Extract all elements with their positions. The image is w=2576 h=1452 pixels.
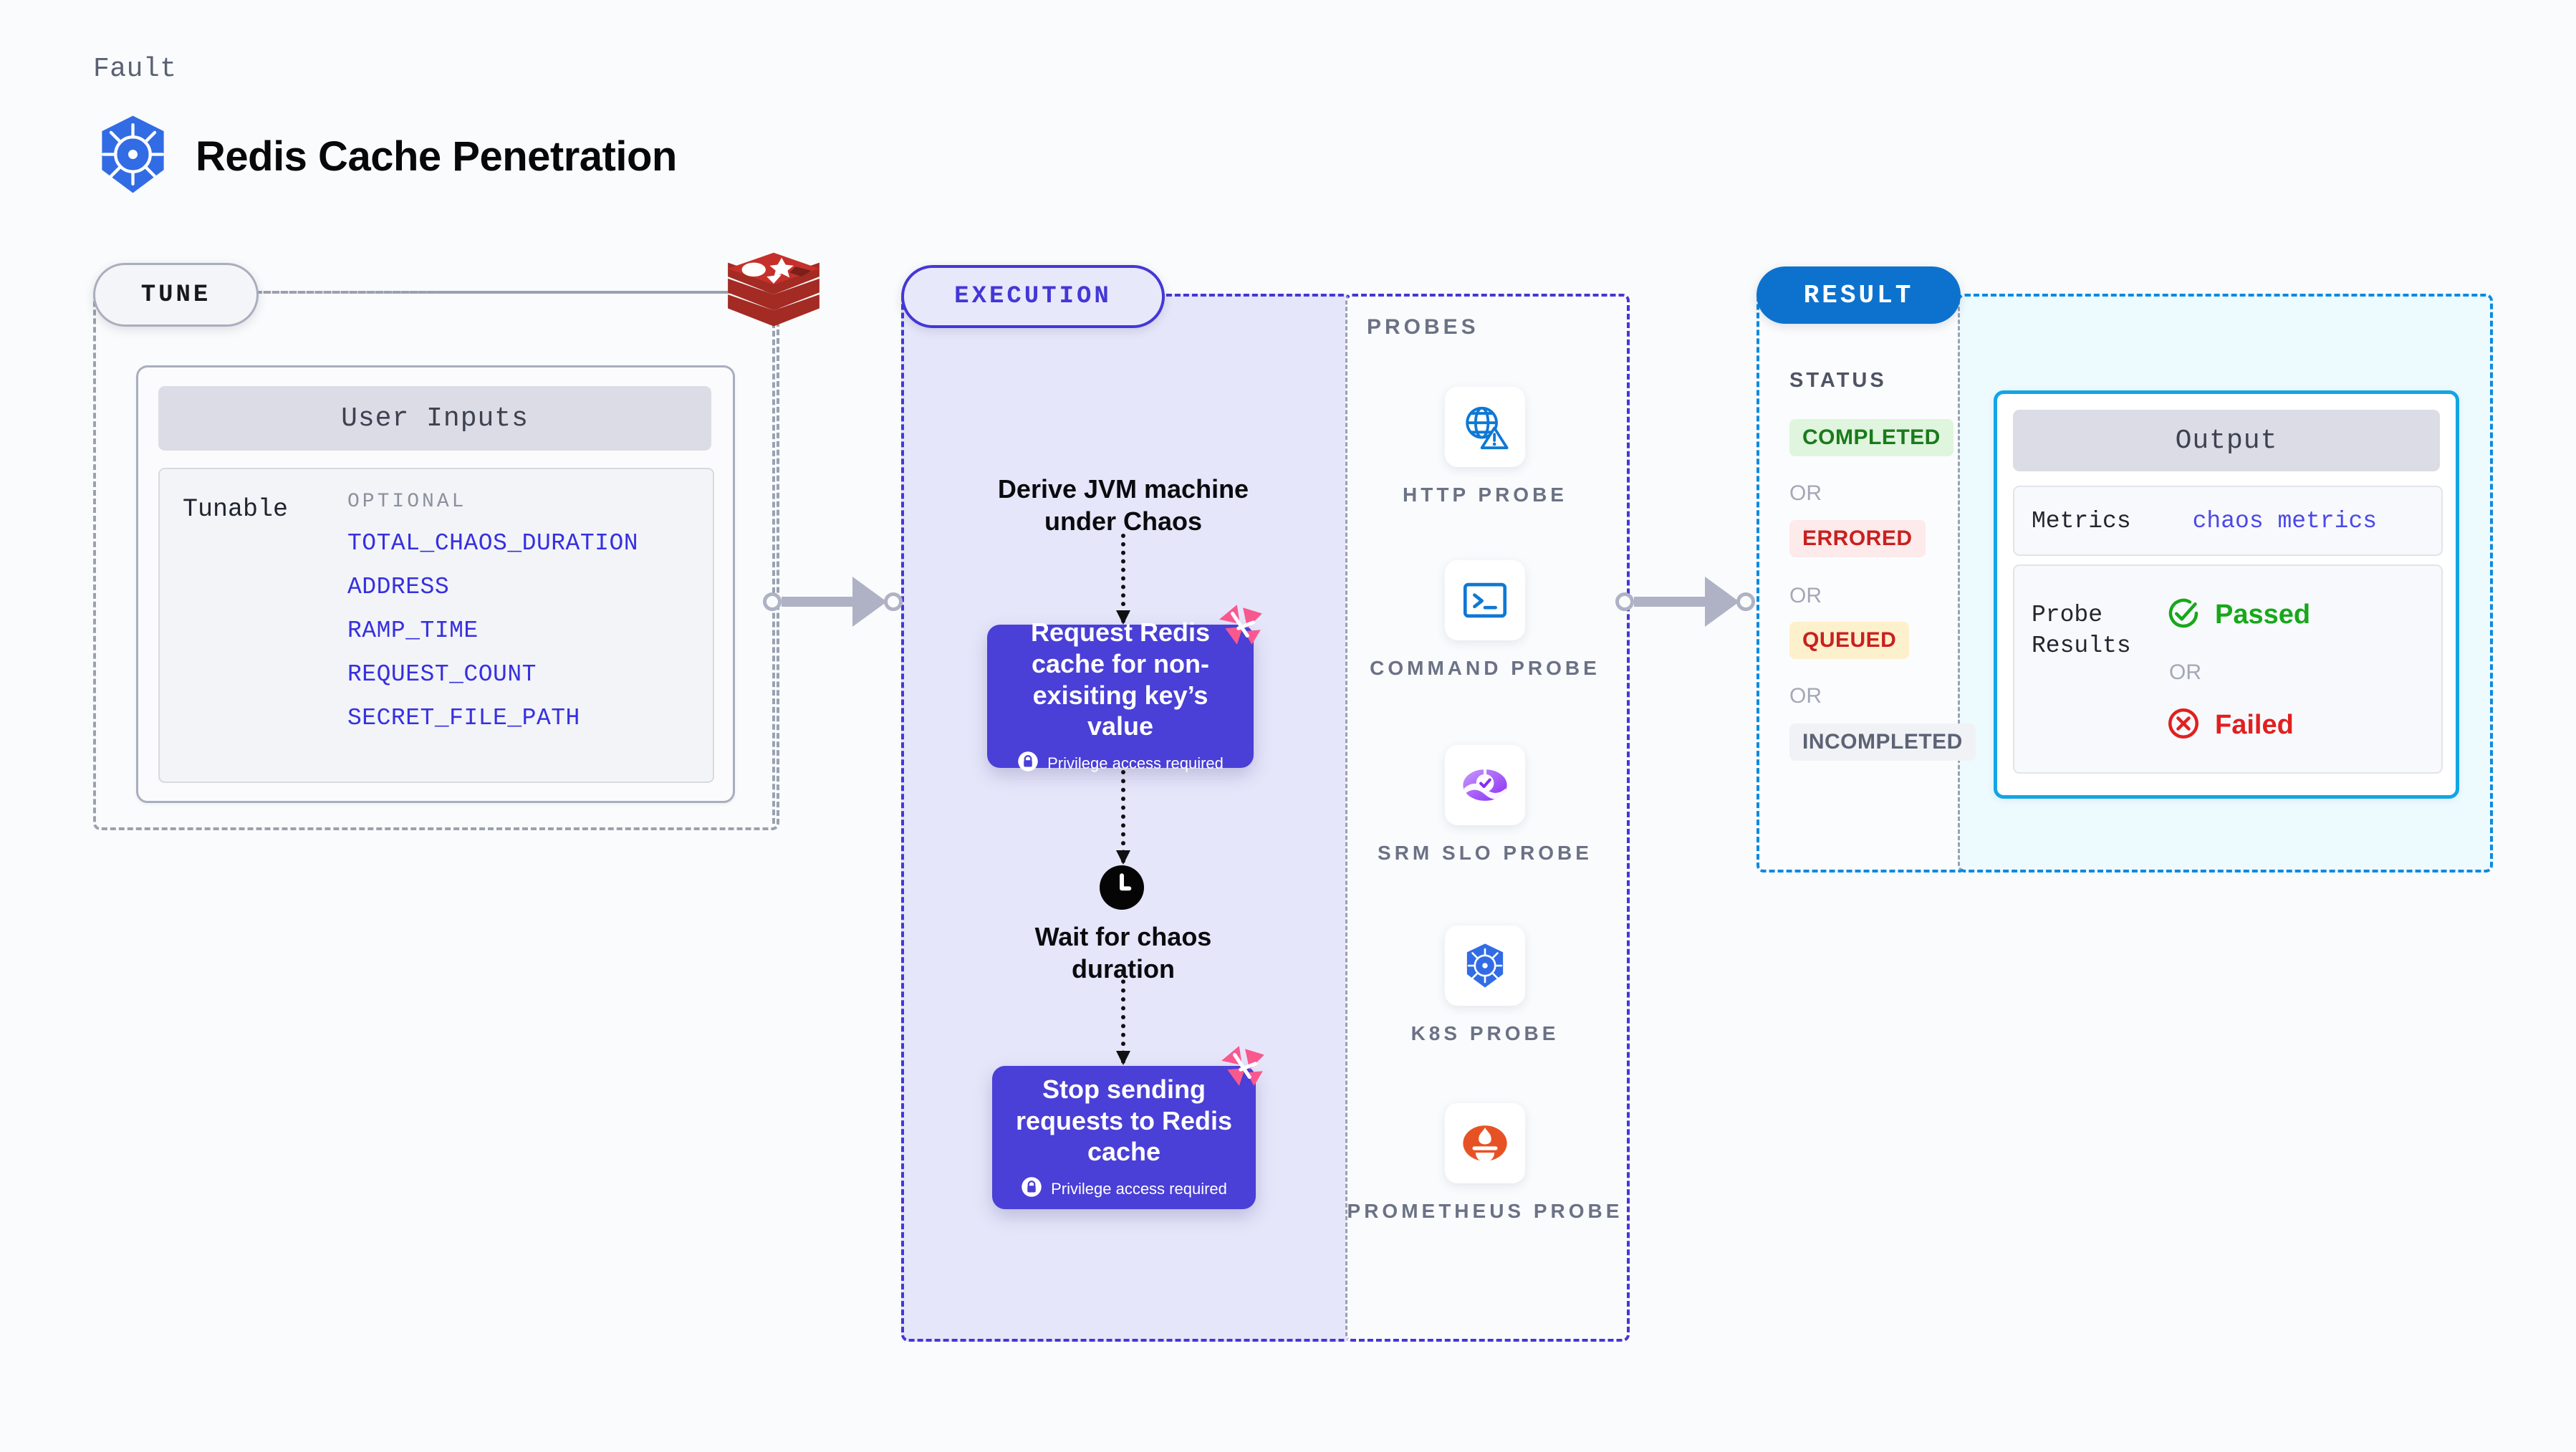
privilege-note: Privilege access required: [1017, 751, 1224, 776]
probe-item-command[interactable]: COMMAND PROBE: [1345, 560, 1625, 682]
execution-step-title: Request Redis cache for non-exisiting ke…: [1030, 617, 1211, 741]
probe-verdict-failed-label: Failed: [2215, 710, 2294, 740]
probe-label: HTTP PROBE: [1403, 484, 1567, 506]
connector-bar: [782, 597, 854, 607]
tunable-item[interactable]: SECRET_FILE_PATH: [347, 705, 580, 731]
kubernetes-icon: [92, 113, 174, 199]
check-circle-icon: [2166, 596, 2201, 634]
tunable-panel: Tunable OPTIONAL TOTAL_CHAOS_DURATION AD…: [158, 468, 714, 783]
probe-item-k8s[interactable]: K8S PROBE: [1345, 925, 1625, 1047]
or-separator: OR: [1789, 481, 1822, 505]
tunable-item[interactable]: REQUEST_COUNT: [347, 661, 537, 688]
page-title: Redis Cache Penetration: [196, 133, 677, 180]
user-inputs-header: User Inputs: [158, 386, 711, 451]
probe-label: PROMETHEUS PROBE: [1347, 1200, 1623, 1222]
x-circle-icon: [2166, 706, 2201, 744]
status-badge-queued: QUEUED: [1789, 622, 1910, 659]
tunable-label: Tunable: [183, 495, 289, 524]
stage-badge-tune[interactable]: TUNE: [93, 263, 259, 327]
tunable-list: OPTIONAL TOTAL_CHAOS_DURATION ADDRESS RA…: [347, 491, 638, 731]
connector-execution-to-result: [1615, 577, 1755, 627]
metrics-label: Metrics: [2032, 507, 2131, 534]
probe-item-http[interactable]: HTTP PROBE: [1345, 387, 1625, 509]
redis-connector-line: [772, 322, 775, 824]
probe-verdict-passed: Passed: [2166, 596, 2310, 634]
status-badge-completed: COMPLETED: [1789, 419, 1953, 456]
connector-tune-to-execution: [763, 577, 903, 627]
kubernetes-icon: [1445, 925, 1525, 1006]
optional-label: OPTIONAL: [347, 491, 467, 513]
or-separator: OR: [1789, 684, 1822, 708]
probe-item-prometheus[interactable]: PROMETHEUS PROBE: [1345, 1103, 1625, 1225]
probe-label: K8S PROBE: [1410, 1022, 1559, 1044]
execution-step-caption: Wait for chaos duration: [1034, 922, 1212, 984]
execution-step-card[interactable]: Request Redis cache for non-exisiting ke…: [987, 605, 1262, 772]
connector-dot: [763, 592, 782, 611]
terminal-icon: [1445, 560, 1525, 640]
status-label: STATUS: [1789, 369, 1887, 392]
result-region: [1756, 294, 1966, 872]
stage-badge-result[interactable]: RESULT: [1756, 266, 1961, 324]
connector-dot: [1615, 592, 1634, 611]
page-eyebrow: Fault: [93, 54, 177, 85]
metrics-row: Metrics chaos metrics: [2013, 486, 2443, 556]
execution-step-caption: Derive JVM machine under Chaos: [997, 474, 1249, 536]
tunable-item[interactable]: ADDRESS: [347, 574, 450, 600]
flow-arrow: [1116, 971, 1130, 1065]
status-badge-errored: ERRORED: [1789, 520, 1926, 557]
output-header: Output: [2013, 410, 2440, 471]
globe-warning-icon: [1445, 387, 1525, 467]
connector-arrowhead: [852, 577, 887, 627]
connector-bar: [1634, 597, 1706, 607]
execution-step-card[interactable]: Stop sending requests to Redis cache Pri…: [992, 1046, 1264, 1209]
tunable-item[interactable]: TOTAL_CHAOS_DURATION: [347, 530, 639, 557]
probe-item-srm-slo[interactable]: SRM SLO PROBE: [1345, 745, 1625, 867]
lock-icon: [1021, 1176, 1042, 1201]
probe-verdict-failed: Failed: [2166, 706, 2294, 744]
privilege-note-text: Privilege access required: [1047, 754, 1224, 772]
or-separator: OR: [1789, 584, 1822, 607]
tune-connector-line: [256, 291, 772, 294]
connector-dot: [884, 592, 903, 611]
probe-label: COMMAND PROBE: [1370, 657, 1600, 679]
privilege-note-text: Privilege access required: [1051, 1179, 1227, 1198]
probe-label: SRM SLO PROBE: [1378, 842, 1592, 864]
status-badge-incompleted: INCOMPLETED: [1789, 723, 1976, 761]
stage-badge-execution[interactable]: EXECUTION: [901, 265, 1165, 328]
execution-step-title: Stop sending requests to Redis cache: [1015, 1074, 1233, 1167]
probe-verdict-passed-label: Passed: [2215, 600, 2311, 630]
flow-arrow: [1116, 770, 1130, 865]
connector-arrowhead: [1705, 577, 1739, 627]
page-title-row: Redis Cache Penetration: [92, 113, 677, 199]
connector-dot: [1736, 592, 1755, 611]
or-separator: OR: [2169, 660, 2201, 684]
metrics-value[interactable]: chaos metrics: [2192, 507, 2378, 534]
srm-slo-icon: [1445, 745, 1525, 825]
flow-arrow: [1116, 534, 1130, 625]
probes-label: PROBES: [1367, 315, 1479, 339]
lock-icon: [1017, 751, 1039, 776]
privilege-note: Privilege access required: [1021, 1176, 1227, 1201]
user-inputs-card: User Inputs Tunable OPTIONAL TOTAL_CHAOS…: [136, 365, 735, 803]
prometheus-icon: [1445, 1103, 1525, 1183]
tunable-item[interactable]: RAMP_TIME: [347, 617, 479, 644]
